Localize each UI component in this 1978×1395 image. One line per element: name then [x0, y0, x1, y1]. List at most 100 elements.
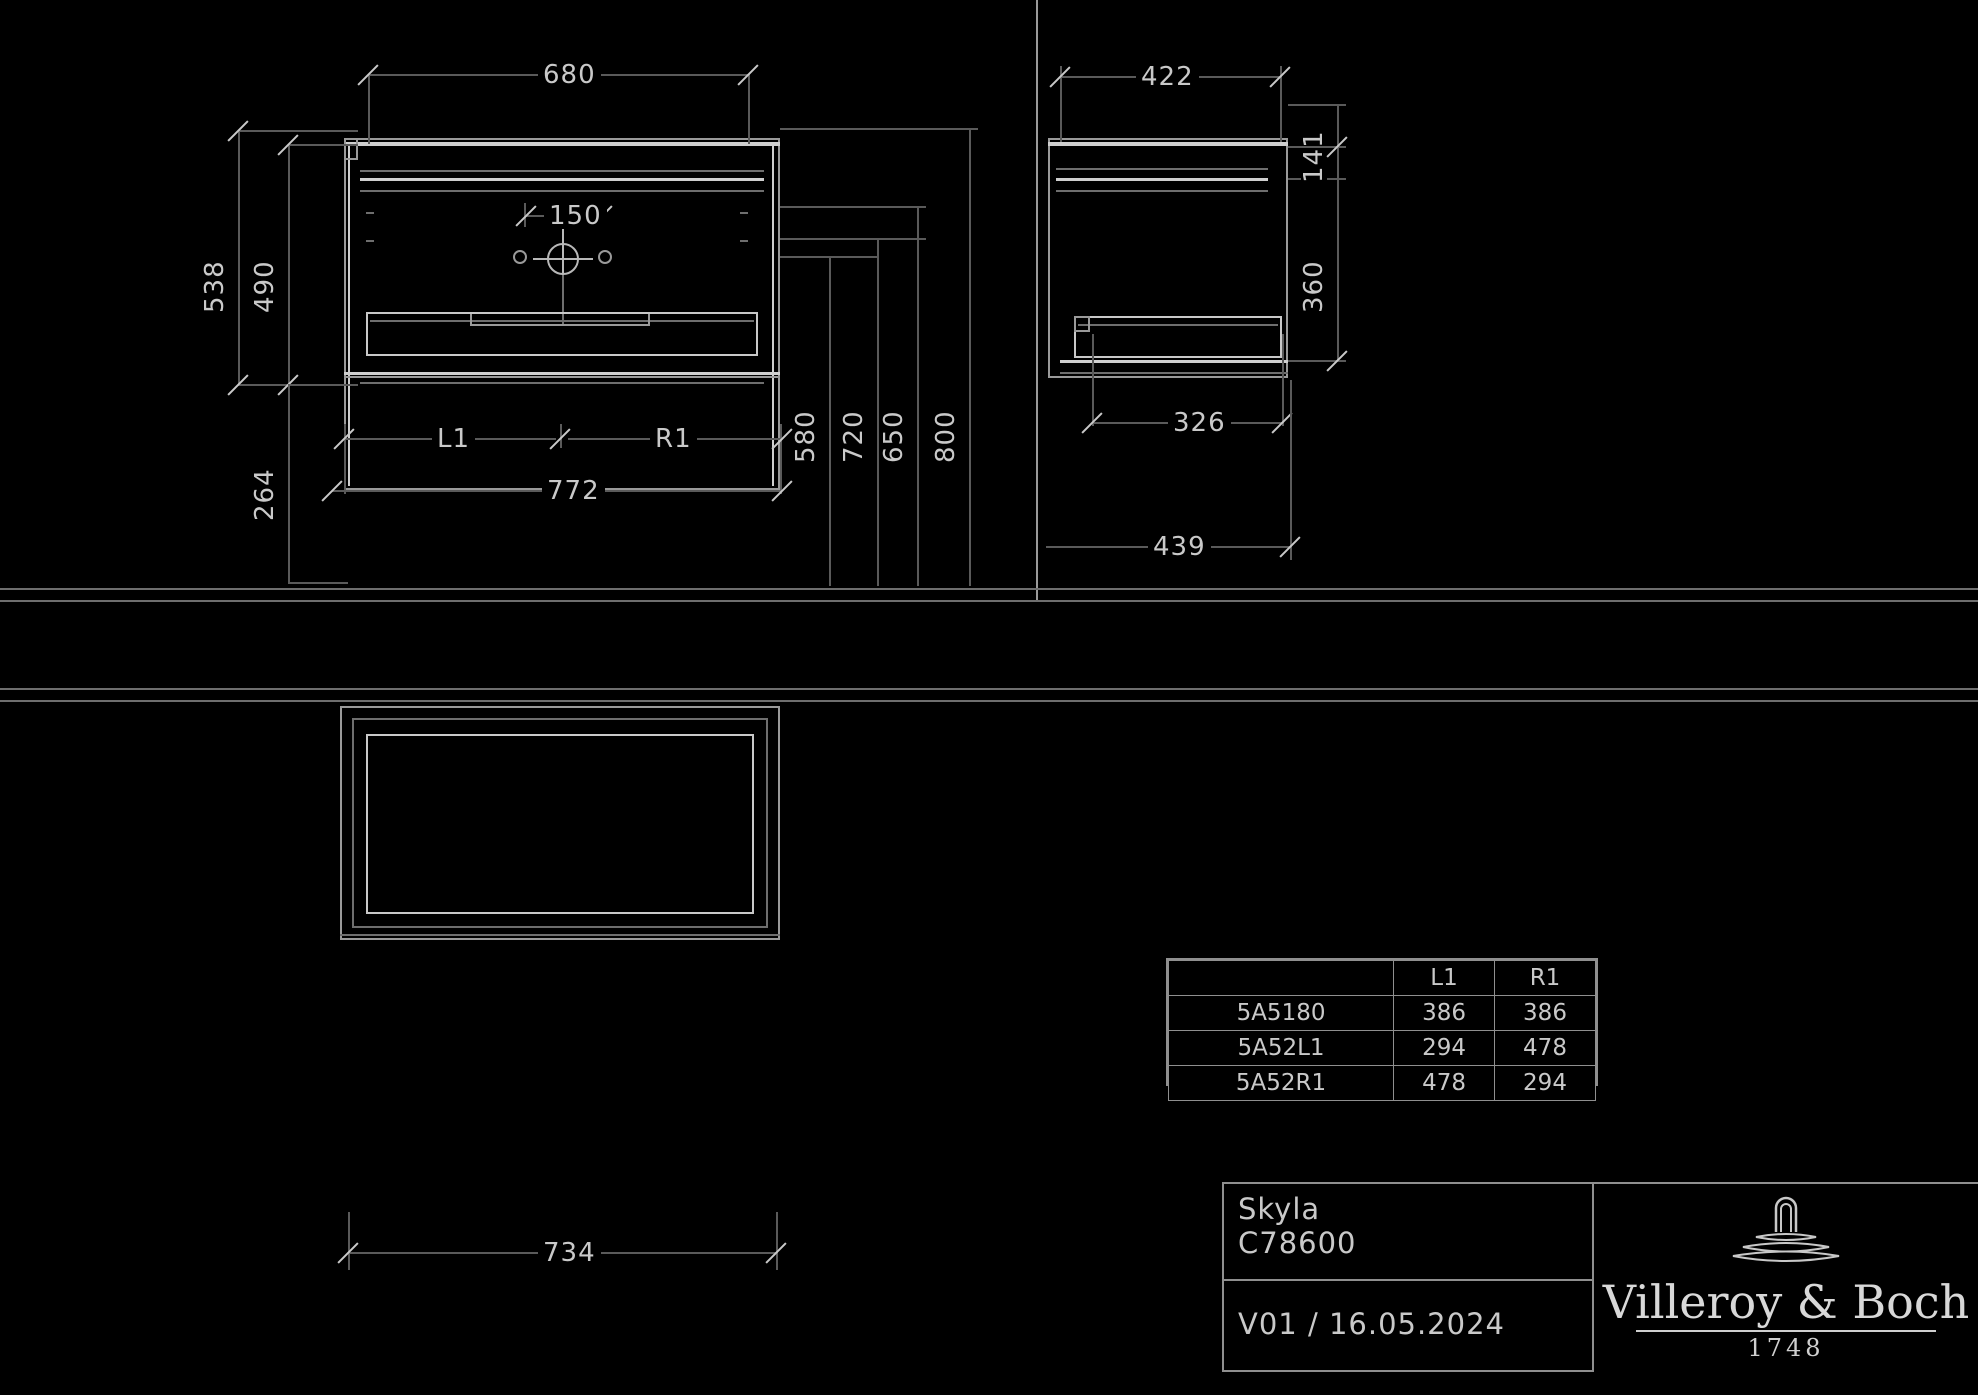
table-header-r1: R1 [1494, 960, 1596, 996]
dimtext-360: 360 [1299, 255, 1329, 318]
dimline-stack-4 [969, 128, 971, 586]
front-drawer-upper [366, 312, 758, 356]
extline-326-l [1092, 334, 1094, 426]
dimtext-772: 772 [542, 478, 605, 504]
table-cell-l1: 386 [1393, 995, 1496, 1031]
extline-422-r [1280, 66, 1282, 142]
table-row: 5A52L1 294 478 [1167, 1030, 1596, 1066]
brand-name: Villeroy & Boch [1602, 1275, 1970, 1329]
side-cabinet-body [1048, 138, 1288, 378]
front-drawer-lower [344, 376, 780, 490]
extline-360-t [1288, 146, 1346, 148]
table-cell-name: 5A52R1 [1167, 1065, 1395, 1101]
dimline-264 [288, 384, 290, 582]
extline-734-l [348, 1212, 350, 1270]
side-base-line-2 [1060, 372, 1288, 374]
dimline-stack-2 [877, 238, 879, 586]
extline-538-t [238, 130, 358, 132]
brand-block: Villeroy & Boch 1748 [1594, 1182, 1978, 1372]
front-bracket-left [344, 138, 358, 160]
dimtext-stack-4: 800 [931, 405, 961, 468]
dimtext-141: 141 [1299, 125, 1329, 188]
plan-bottom-edge [340, 934, 780, 936]
mount-mark-4 [740, 240, 748, 242]
dimline-stack-3 [917, 206, 919, 586]
dimtext-R1: R1 [650, 426, 697, 452]
dimline-360 [1337, 146, 1339, 360]
extline-439-r [1290, 380, 1292, 560]
front-counter-line-1 [360, 170, 764, 172]
side-counter-line-1 [1056, 168, 1268, 170]
side-counter-top [1048, 142, 1288, 146]
drain-cross-v [562, 229, 564, 289]
front-counter-line-2 [360, 178, 764, 181]
fountain-logo-icon [1732, 1196, 1840, 1262]
side-view-axis [1036, 0, 1038, 600]
table-header-blank [1167, 960, 1395, 996]
dimtext-stack-2: 720 [839, 405, 869, 468]
article-number: C78600 [1238, 1226, 1357, 1260]
section-rule-lower [0, 688, 1978, 690]
dimtext-264: 264 [250, 463, 280, 526]
extline-264-b [288, 582, 348, 584]
side-base-line-1 [1060, 360, 1288, 363]
dimline-538 [238, 130, 240, 384]
dimline-490 [288, 144, 290, 384]
side-drawer-line [1078, 324, 1278, 326]
dimtext-326: 326 [1168, 410, 1231, 436]
drain-stem [562, 275, 564, 325]
front-divider-line-2 [360, 382, 764, 384]
brand-rule [1636, 1330, 1936, 1332]
extline-141-t [1288, 104, 1346, 106]
plan-basin-cutout [366, 734, 754, 914]
mount-mark-3 [740, 212, 748, 214]
title-block-revision: V01 / 16.05.2024 [1224, 1281, 1592, 1370]
side-counter-line-3 [1056, 190, 1268, 192]
brand-year: 1748 [1747, 1334, 1825, 1362]
dimline-141 [1337, 104, 1339, 178]
extline-L1-l [344, 424, 346, 494]
section-rule-upper-2 [0, 600, 1978, 602]
plan-inner-body [352, 718, 768, 928]
tap-hole-left-icon [513, 250, 527, 264]
table-cell-l1: 478 [1393, 1065, 1496, 1101]
dimtext-439: 439 [1148, 534, 1211, 560]
product-name: Skyla [1238, 1192, 1321, 1226]
dimtext-538: 538 [200, 255, 230, 318]
mount-mark-1 [366, 212, 374, 214]
tap-hole-right-icon [598, 250, 612, 264]
dimtext-150: 150 [544, 203, 607, 229]
variant-table: L1 R1 5A5180 386 386 5A52L1 294 478 5A52… [1166, 958, 1598, 1101]
title-block-product: Skyla C78600 [1224, 1184, 1592, 1281]
plan-outer-body [340, 706, 780, 940]
title-block: Skyla C78600 V01 / 16.05.2024 [1222, 1182, 1594, 1372]
table-cell-r1: 478 [1494, 1030, 1596, 1066]
extline-stack-2 [780, 238, 926, 240]
table-row: 5A5180 386 386 [1167, 995, 1596, 1031]
front-divider-line [344, 372, 780, 375]
extline-422-l [1060, 66, 1062, 142]
side-drawer [1074, 316, 1282, 358]
extline-360-b [1288, 360, 1346, 362]
front-counter-top [344, 142, 780, 146]
side-counter-line-2 [1056, 178, 1268, 181]
front-drawer-handle-notch [470, 314, 650, 326]
revision-date: V01 / 16.05.2024 [1238, 1307, 1505, 1341]
dimtext-front-top-width: 680 [538, 62, 601, 88]
section-rule-upper [0, 588, 1978, 590]
dimtext-734: 734 [538, 1240, 601, 1266]
mount-mark-2 [366, 240, 374, 242]
extline-stack-1 [780, 256, 878, 258]
front-counter-line-3 [360, 190, 764, 192]
table-cell-name: 5A52L1 [1167, 1030, 1395, 1066]
table-cell-r1: 386 [1494, 995, 1596, 1031]
extline-490-b [288, 384, 358, 386]
dimtext-490: 490 [250, 255, 280, 318]
section-rule-lower-2 [0, 700, 1978, 702]
extline-680-l [368, 74, 370, 144]
dimtext-stack-1: 580 [791, 405, 821, 468]
table-cell-l1: 294 [1393, 1030, 1496, 1066]
table-row: 5A52R1 478 294 [1167, 1065, 1596, 1101]
table-header-row: L1 R1 [1167, 960, 1596, 996]
